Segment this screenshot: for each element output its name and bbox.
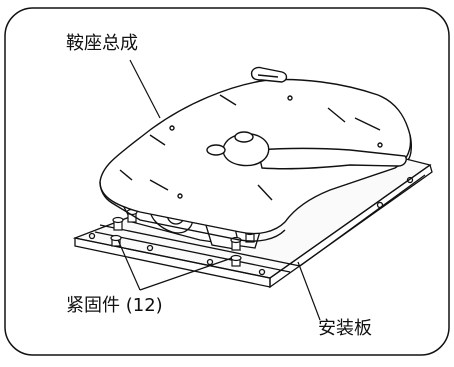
leader-fastener-right [139, 257, 233, 291]
label-mounting-plate: 安装板 [318, 318, 372, 339]
saddle-top-drawing [99, 66, 413, 242]
leader-saddle [129, 59, 161, 119]
label-fasteners: 紧固件 (12) [66, 295, 163, 316]
leader-plate [297, 261, 321, 321]
label-saddle-assembly: 鞍座总成 [66, 33, 138, 54]
border-frame [4, 7, 450, 356]
leader-lines [117, 59, 321, 321]
leader-fastener-left [117, 239, 141, 291]
